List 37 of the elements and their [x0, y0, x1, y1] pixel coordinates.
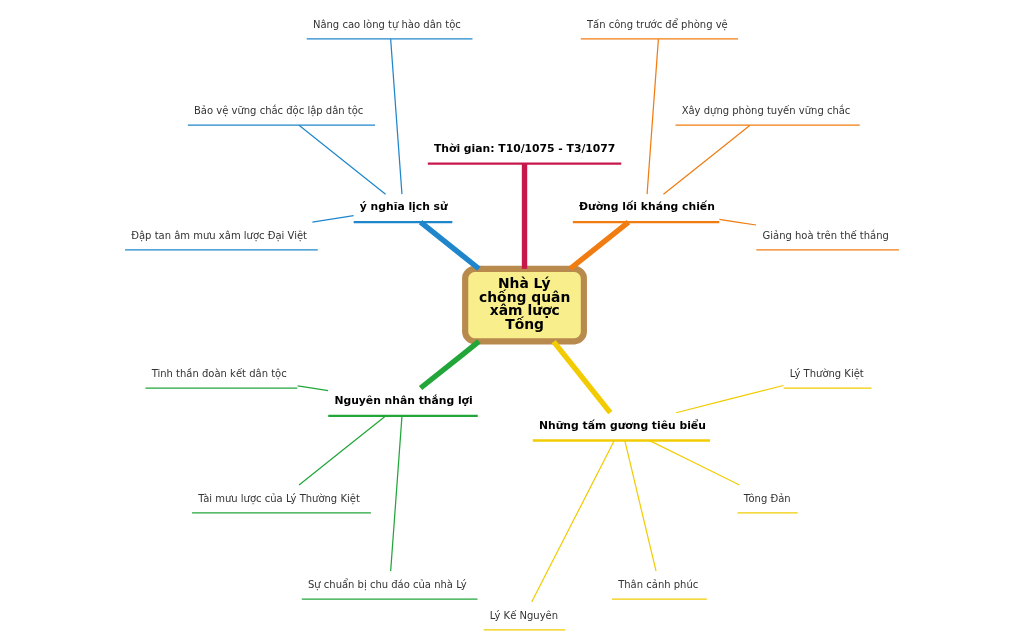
node-text: Bảo vệ vững chắc độc lập dân tộc	[193, 104, 364, 116]
connector	[624, 440, 657, 572]
node-text: Đập tan âm mưu xâm lược Đại Việt	[131, 229, 308, 241]
connector	[521, 163, 528, 269]
node-box: Nhà Lý chống quân xâm lược Tống	[462, 265, 587, 345]
connector	[531, 439, 615, 603]
node-text: Đường lối kháng chiến	[579, 200, 715, 214]
connector	[390, 38, 403, 195]
node-text: Tông Đản	[743, 492, 791, 504]
node-text: Những tấm gương tiêu biểu	[538, 418, 706, 432]
node-text: Nguyên nhân thắng lợi	[334, 394, 473, 408]
node-text: Thời gian: T10/1075 - T3/1077	[433, 141, 616, 155]
node-text: ý nghĩa lịch sử	[359, 200, 448, 214]
node-text: Xây dựng phòng tuyến vững chắc	[681, 104, 851, 116]
connector	[646, 38, 659, 195]
connector	[649, 439, 741, 486]
connector	[418, 220, 481, 271]
connector	[297, 385, 329, 392]
node-text: Nâng cao lòng tự hào dân tộc	[312, 18, 461, 30]
connector	[662, 124, 751, 195]
connector	[568, 220, 631, 271]
node-text: Lý Kế Nguyên	[489, 609, 559, 621]
connector	[298, 124, 387, 195]
node-text: Tấn công trước để phòng vệ	[586, 18, 728, 30]
node-text: Sự chuẩn bị chu đáo của nhà Lý	[307, 578, 467, 590]
node-text: Tài mưu lược của Lý Thường Kiệt	[198, 492, 360, 504]
connector	[298, 415, 387, 486]
connector	[311, 215, 355, 223]
connector	[675, 384, 785, 414]
connector	[718, 218, 757, 226]
connector	[551, 339, 613, 415]
node-text: Giảng hoà trên thế thắng	[762, 229, 889, 241]
node-text: Lý Thường Kiệt	[789, 367, 864, 379]
connector	[390, 415, 403, 572]
node-text: Tinh thần đoàn kết dân tộc	[151, 367, 287, 379]
connector	[418, 339, 481, 391]
node-text: Thân cảnh phúc	[618, 578, 699, 590]
